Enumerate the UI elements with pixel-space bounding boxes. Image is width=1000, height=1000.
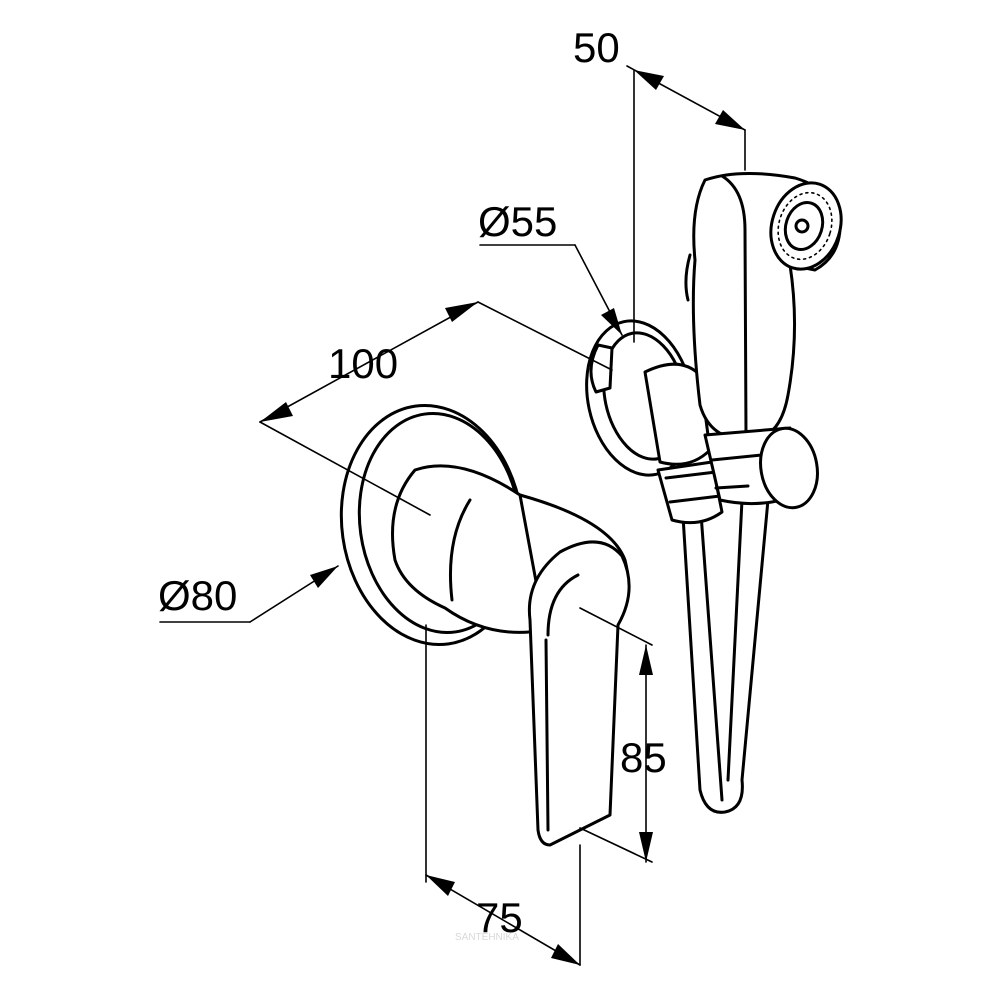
arrow-head [445, 302, 478, 322]
arrow-head [715, 110, 745, 130]
dim-label-50: 50 [573, 24, 620, 71]
dimension-75: 75 [425, 624, 581, 966]
arrow-head [634, 70, 664, 90]
dimension-85: 85 [579, 607, 667, 863]
dim-label-diameter-80: Ø80 [158, 572, 237, 619]
dimension-diameter-55: Ø55 [478, 198, 623, 336]
mixer-lever [527, 540, 631, 847]
arrow-head [426, 875, 455, 896]
dimension-100: 100 [259, 301, 613, 516]
arrow-head [601, 308, 622, 335]
dim-label-85: 85 [620, 734, 667, 781]
dim-label-100: 100 [328, 340, 398, 387]
hand-spray [684, 172, 843, 510]
dimension-diameter-80: Ø80 [158, 565, 339, 623]
dimension-50: 50 [573, 24, 746, 343]
dim-label-diameter-55: Ø55 [478, 198, 557, 245]
arrow-head [639, 645, 653, 675]
arrow-head [310, 566, 338, 588]
dim-label-75: 75 [476, 894, 523, 941]
watermark: SANTEHNIKA [455, 932, 519, 943]
arrow-head [551, 944, 580, 965]
shower-hose [680, 498, 770, 814]
arrow-head [639, 832, 653, 862]
arrow-head [260, 402, 293, 422]
wall-bracket [585, 319, 724, 525]
